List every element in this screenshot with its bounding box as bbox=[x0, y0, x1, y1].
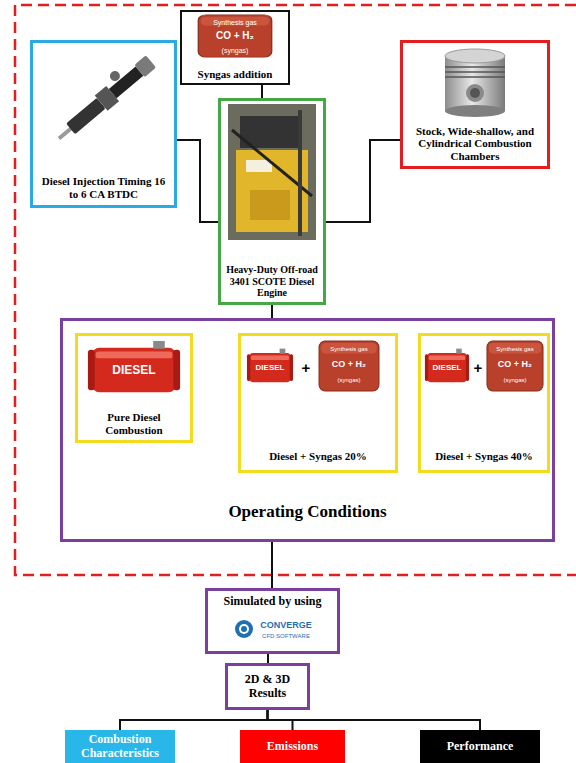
condition-box: Diesel + Syngas 40% bbox=[418, 333, 550, 473]
connector-line bbox=[271, 305, 273, 318]
syngas-icon bbox=[487, 341, 543, 391]
piston-picture bbox=[445, 49, 505, 117]
connector-line bbox=[271, 542, 273, 588]
node-text: Pure Diesel Combustion bbox=[82, 411, 186, 436]
connector-line bbox=[268, 710, 481, 730]
plus-sign: + bbox=[474, 360, 483, 375]
process-box: 2D & 3D Results bbox=[225, 663, 310, 710]
condition-box: Pure Diesel Combustion bbox=[75, 333, 193, 443]
connector-line bbox=[261, 85, 263, 98]
icon-formula: CO + H₂ bbox=[216, 31, 254, 41]
node-text: Stock, Wide-shallow, and Cylindrical Com… bbox=[407, 125, 543, 162]
converge-logo bbox=[235, 620, 253, 638]
node-text: Diesel Injection Timing 16 to 6 CA BTDC bbox=[38, 175, 169, 200]
parameter-box: Diesel Injection Timing 16 to 6 CA BTDC bbox=[30, 40, 177, 208]
icon-text: (syngas) bbox=[222, 47, 249, 54]
diesel-tank bbox=[425, 349, 469, 383]
icon-formula: CO + H₂ bbox=[498, 360, 532, 369]
node-text: Syngas addition bbox=[198, 68, 273, 80]
condition-box: Diesel + Syngas 20% bbox=[238, 333, 398, 473]
parameter-box: Stock, Wide-shallow, and Cylindrical Com… bbox=[400, 40, 550, 169]
connector-line bbox=[120, 710, 268, 730]
node-text: Diesel + Syngas 20% bbox=[269, 450, 367, 462]
icon-text: Synthesis gas bbox=[213, 19, 257, 26]
dashed-boundary bbox=[15, 5, 576, 575]
group-box: Operating Conditions Pure Diesel Combusti… bbox=[60, 318, 555, 542]
syngas-icon bbox=[319, 341, 379, 391]
connector-line bbox=[267, 654, 269, 663]
node-text: 2D & 3D Results bbox=[231, 673, 304, 700]
node-text: Simulated by using bbox=[223, 595, 321, 608]
injector-picture bbox=[48, 48, 157, 146]
tank-text: DIESEL bbox=[112, 364, 155, 376]
tank-text: DIESEL bbox=[256, 364, 285, 372]
result-box: Combustion Characteristics bbox=[65, 730, 175, 763]
node-text: Diesel + Syngas 40% bbox=[435, 450, 533, 462]
node-text: Heavy-Duty Off-road 3401 SCOTE Diesel En… bbox=[225, 264, 319, 298]
engine-box: Heavy-Duty Off-road 3401 SCOTE Diesel En… bbox=[218, 98, 326, 305]
node-text: Combustion Characteristics bbox=[67, 733, 173, 760]
syngas-icon bbox=[198, 15, 271, 57]
logo-text: CONVERGE bbox=[260, 621, 312, 630]
icon-text: Synthesis gas bbox=[496, 346, 533, 352]
tank-text: DIESEL bbox=[433, 364, 462, 372]
node-text: Emissions bbox=[267, 740, 318, 753]
logo-text: CFD SOFTWARE bbox=[262, 633, 310, 639]
icon-text: (syngas) bbox=[337, 377, 360, 383]
diesel-tank bbox=[247, 349, 293, 383]
icon-text: Synthesis gas bbox=[330, 346, 367, 352]
icon-text: (syngas) bbox=[503, 377, 526, 383]
node-text: Operating Conditions bbox=[228, 502, 386, 521]
plus-sign: + bbox=[302, 360, 311, 375]
connector-line bbox=[326, 140, 400, 222]
diesel-tank bbox=[88, 341, 180, 392]
connector-line bbox=[177, 140, 218, 222]
engine-photo bbox=[228, 104, 316, 240]
result-box: Performance bbox=[420, 730, 540, 763]
result-box: Emissions bbox=[240, 730, 345, 763]
node-text: Performance bbox=[447, 740, 514, 753]
icon-formula: CO + H₂ bbox=[332, 360, 366, 369]
